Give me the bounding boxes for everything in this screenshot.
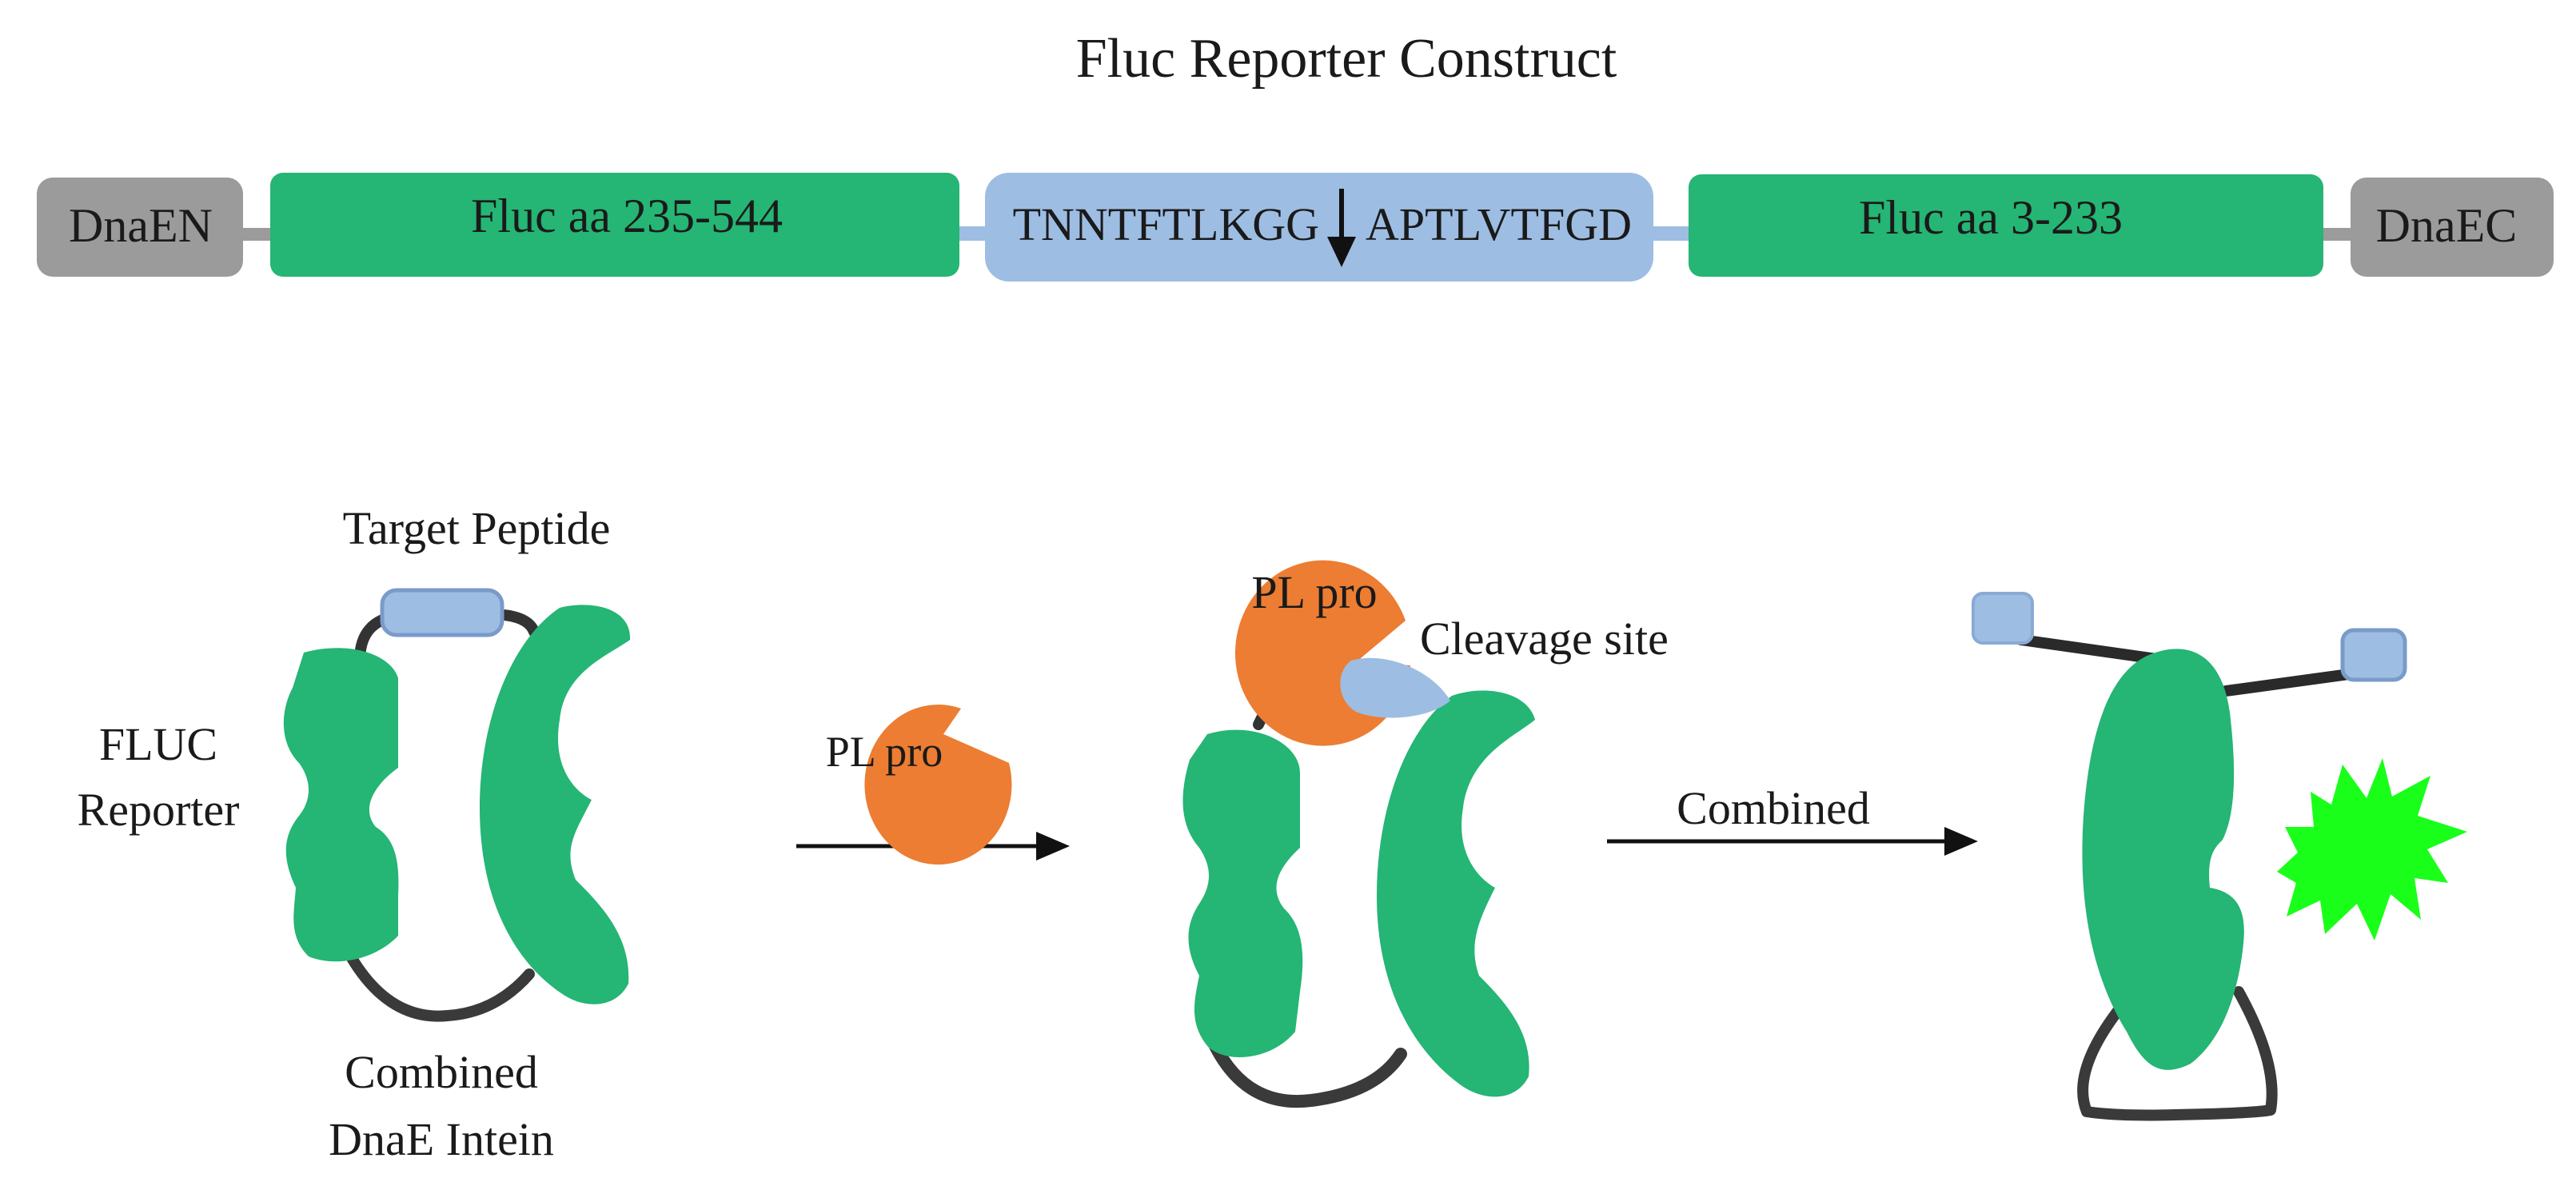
target-peptide-block bbox=[985, 173, 1653, 282]
plpro-free-pacman-shape bbox=[864, 705, 1012, 865]
p3-fluc-merged bbox=[2082, 649, 2244, 1070]
fluc-c-block bbox=[270, 173, 959, 277]
peptide-seq-right: APTLVTFGD bbox=[1366, 198, 1632, 250]
cleavage-arrow-head bbox=[1327, 237, 1356, 267]
p3-peptide-right bbox=[2340, 628, 2407, 682]
dnaec-block bbox=[2351, 178, 2554, 277]
arrow-2: Combined bbox=[1607, 782, 1978, 856]
fluc-reporter-label-2: Reporter bbox=[78, 784, 240, 836]
dnaec-label: DnaEC bbox=[2376, 199, 2518, 252]
p2-intein-linker bbox=[1209, 1040, 1407, 1108]
target-peptide-label: Target Peptide bbox=[343, 502, 611, 554]
plpro-bound-label: PL pro bbox=[1251, 566, 1377, 618]
fluc-reporter-label-1: FLUC bbox=[99, 718, 217, 770]
fluc-c-label: Fluc aa 235-544 bbox=[471, 190, 783, 242]
panel-3-active bbox=[1972, 592, 2467, 1121]
dnaen-block bbox=[37, 178, 243, 277]
panel-2-binding: PL pro Cleavage site bbox=[1182, 560, 1669, 1108]
cleavage-site-shape bbox=[1340, 657, 1450, 718]
panel-1-reporter: Target Peptide FLUC Reporter Combined Dn… bbox=[78, 502, 631, 1165]
connector-fluc-peptide bbox=[955, 226, 995, 241]
p2-fluc-right-domain bbox=[1377, 690, 1535, 1097]
plpro-free-label: PL pro bbox=[826, 728, 943, 776]
target-peptide-shape bbox=[380, 588, 504, 637]
connector-peptide-fluc bbox=[1647, 226, 1695, 241]
p2-fluc-left-domain bbox=[1182, 729, 1303, 1057]
luminescence-burst-shape bbox=[2277, 758, 2467, 940]
connector-fluc-dnaec bbox=[2319, 228, 2359, 241]
peptide-seq-left: TNNTFTLKGG bbox=[1013, 198, 1319, 250]
cleavage-site-label: Cleavage site bbox=[1420, 613, 1669, 665]
fluc-n-label: Fluc aa 3-233 bbox=[1859, 191, 2123, 244]
diagram-title: Fluc Reporter Construct bbox=[1076, 28, 1617, 90]
fluc-left-domain bbox=[283, 648, 399, 962]
p3-peptide-left bbox=[1972, 592, 2034, 645]
plpro-free: PL pro bbox=[826, 705, 1012, 865]
intein-label-2: DnaE Intein bbox=[329, 1113, 554, 1165]
fluc-right-domain bbox=[480, 605, 631, 1004]
p3-intein-loop bbox=[2077, 986, 2278, 1121]
intein-linker bbox=[338, 938, 535, 1022]
fluc-n-block bbox=[1689, 174, 2323, 277]
arrow-2-label: Combined bbox=[1677, 782, 1870, 834]
intein-label-1: Combined bbox=[345, 1046, 538, 1098]
connector-dnaen-fluc bbox=[237, 228, 277, 241]
construct-bar: DnaEN Fluc aa 235-544 TNNTFTLKGG APTLVTF… bbox=[37, 173, 2554, 282]
dnaen-label: DnaEN bbox=[69, 199, 213, 252]
